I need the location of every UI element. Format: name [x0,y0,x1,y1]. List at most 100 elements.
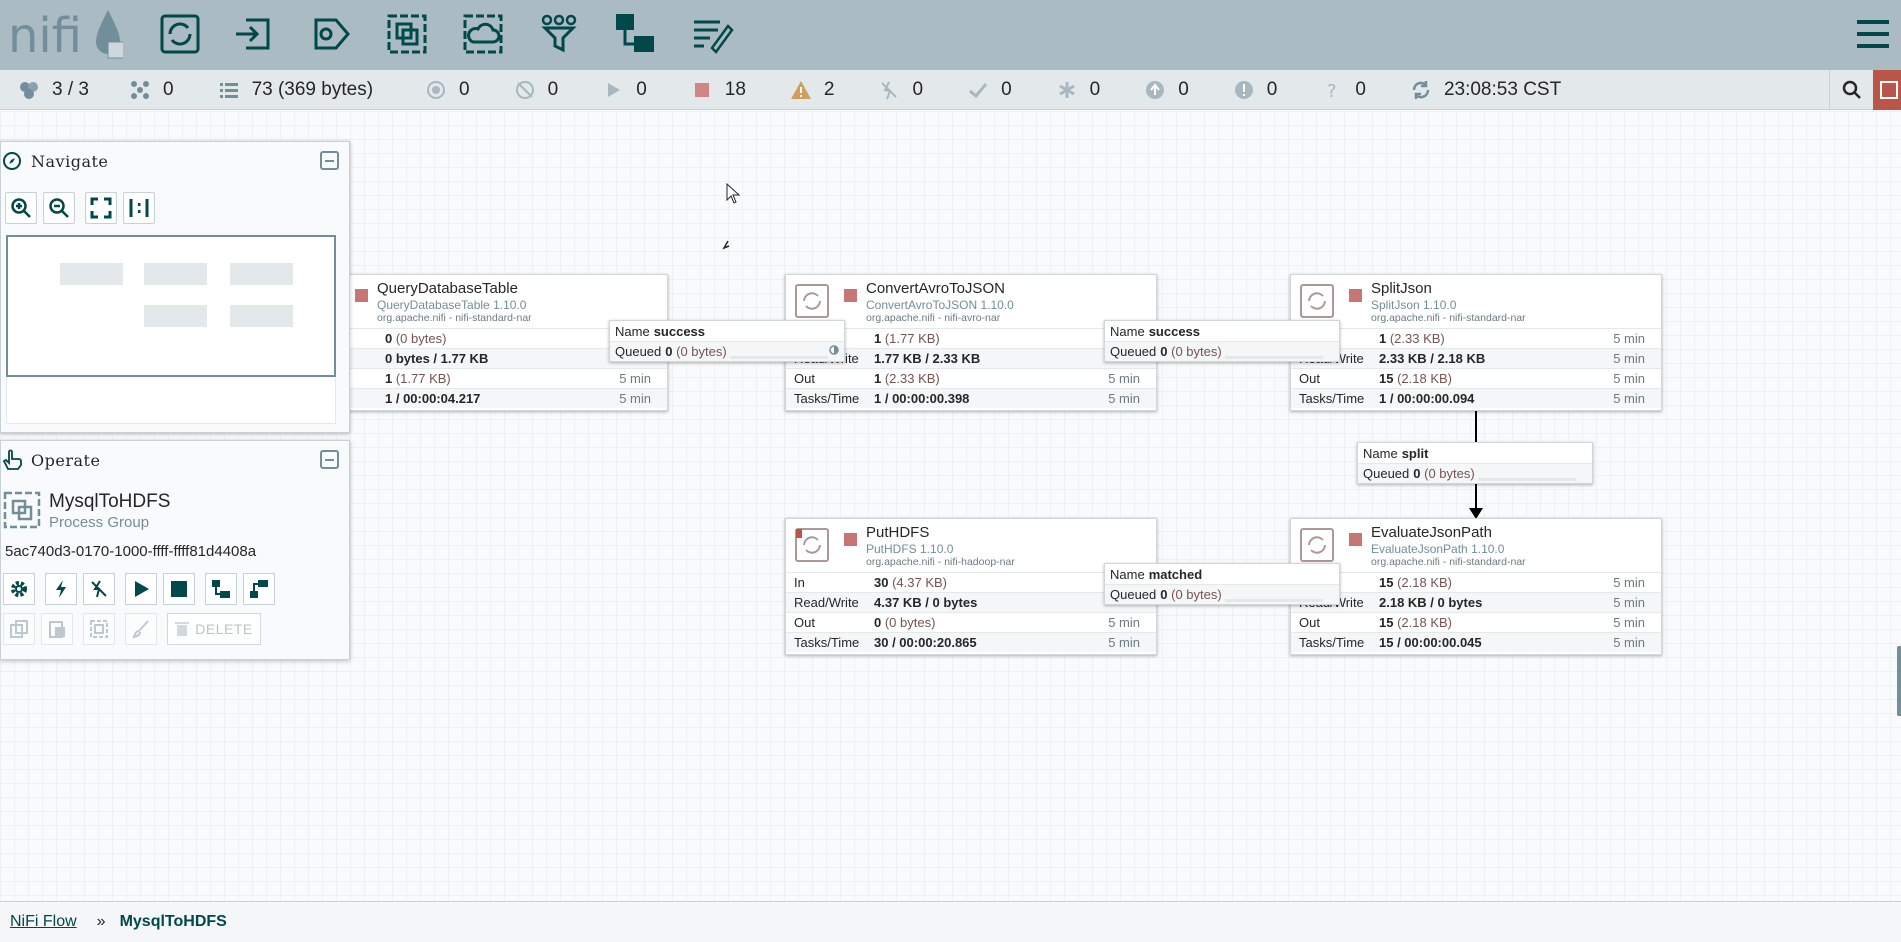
zoom-out-button[interactable] [43,192,75,224]
template-create-icon [212,580,230,598]
status-transmitting-rpg: 0 [425,79,470,101]
stats-row-in: 1 (1.77 KB) [786,328,1156,348]
stopped-state-icon [355,289,368,302]
paintbrush-icon [132,620,149,639]
row-label: In [794,575,805,590]
canvas-edge-handle[interactable] [1897,646,1901,716]
birdseye-view[interactable] [6,235,336,377]
stopped-state-icon [844,289,857,302]
processor-querydatabasetable[interactable]: QueryDatabaseTable QueryDatabaseTable 1.… [296,274,668,411]
connection-queued-count: 0 [665,344,673,359]
status-transmitting: 3 / 3 [18,79,89,101]
processor-convertavrotojson[interactable]: ConvertAvroToJSON ConvertAvroToJSON 1.10… [785,274,1157,411]
processor-name: PutHDFS [866,524,930,541]
status-queued-value: 73 (369 bytes) [251,78,374,100]
search-button[interactable] [1829,70,1873,110]
refresh-icon[interactable] [1410,79,1432,101]
row-value: 4.37 KB / 0 bytes [874,595,978,610]
status-running: 0 [602,79,647,101]
navigate-collapse-button[interactable] [320,151,339,170]
processor-evaluatejsonpath[interactable]: EvaluateJsonPath EvaluateJsonPath 1.10.0… [1290,518,1662,655]
flow-status-bar: 3 / 3 0 73 (369 bytes) 0 0 0 18 2 0 0 0 [0,70,1901,110]
lightning-icon [56,580,66,598]
stop-button[interactable] [163,573,195,605]
operate-header[interactable]: Operate [1,441,349,479]
disable-button[interactable] [83,573,115,605]
paste-button[interactable] [41,613,73,645]
processor-puthdfs[interactable]: PutHDFS PutHDFS 1.10.0 org.apache.nifi -… [785,518,1157,655]
processor-name: SplitJson [1371,280,1432,297]
connection-queued-label: Queued [1110,344,1157,359]
upload-template-button[interactable] [243,573,275,605]
label-icon [694,20,734,54]
zoom-in-button[interactable] [5,192,37,224]
navigate-header[interactable]: Navigate [1,142,349,180]
zoom-in-icon [11,198,31,218]
connection-name-label: Name [1110,324,1145,339]
delete-button[interactable]: DELETE [167,613,261,645]
row-time: 5 min [1108,391,1140,406]
add-process-group-button[interactable] [385,12,429,56]
operate-actions-row-2: DELETE [3,613,261,645]
navigate-tools [5,192,161,224]
operate-collapse-button[interactable] [320,450,339,469]
status-queued: 73 (369 bytes) [218,79,373,101]
add-label-button[interactable] [690,12,734,56]
start-button[interactable] [125,573,157,605]
breadcrumb-root-link[interactable]: NiFi Flow [10,913,77,930]
add-processor-button[interactable] [158,12,202,56]
bulletin-board-button[interactable] [1873,70,1901,110]
configure-button[interactable] [3,573,35,605]
actual-size-button[interactable] [123,192,155,224]
add-input-port-button[interactable] [232,12,276,56]
row-label: Read/Write [794,595,859,610]
add-remote-process-group-button[interactable] [461,12,505,56]
row-value: 0 (0 bytes) [385,331,447,346]
processor-icon [794,283,830,319]
add-funnel-button[interactable] [537,12,581,56]
add-output-port-button[interactable] [308,12,352,56]
cluster-nodes-icon [18,79,40,101]
row-value: 1 (1.77 KB) [874,331,940,346]
birdseye-component [230,263,293,285]
add-template-button[interactable] [614,12,658,56]
half-circle-icon [829,345,839,355]
nifi-logo[interactable]: nifi [8,6,125,64]
processor-splitjson[interactable]: SplitJson SplitJson 1.10.0 org.apache.ni… [1290,274,1662,411]
queued-list-icon [218,79,240,101]
stats-row-readwrite: Read/Write 4.37 KB / 0 bytes [786,592,1156,612]
processor-name: ConvertAvroToJSON [866,280,1005,297]
process-group-icon [3,491,41,529]
status-invalid: 2 [790,78,835,101]
global-menu-button[interactable] [1853,14,1893,54]
processor-type: PutHDFS 1.10.0 [866,542,954,556]
status-last-refreshed[interactable]: 23:08:53 CST [1410,79,1561,101]
row-label: Out [1299,371,1320,386]
stats-row-readwrite: Read/Write1.77 KB / 2.33 KB [786,348,1156,368]
stats-row-in: 0 (0 bytes) [297,328,667,348]
color-button[interactable] [125,613,157,645]
enable-button[interactable] [45,573,77,605]
fit-screen-button[interactable] [85,192,117,224]
actual-size-icon [129,199,149,217]
breadcrumb-separator: » [96,913,106,930]
create-template-button[interactable] [205,573,237,605]
connection-queued-size: (0 bytes) [1167,344,1222,359]
processor-type: ConvertAvroToJSON 1.10.0 [866,298,1014,312]
connection-queued-count: 0 [1413,466,1421,481]
copy-button[interactable] [3,613,35,645]
warning-icon [790,79,812,101]
queue-fill-bar [730,356,828,359]
stopped-icon [691,79,713,101]
group-button[interactable] [83,613,115,645]
status-sync-failure-value: 0 [1355,78,1366,100]
status-invalid-value: 2 [823,78,835,100]
row-value: 1 / 00:00:04.217 [385,391,481,406]
connection-queued-label: Queued [1110,587,1157,602]
